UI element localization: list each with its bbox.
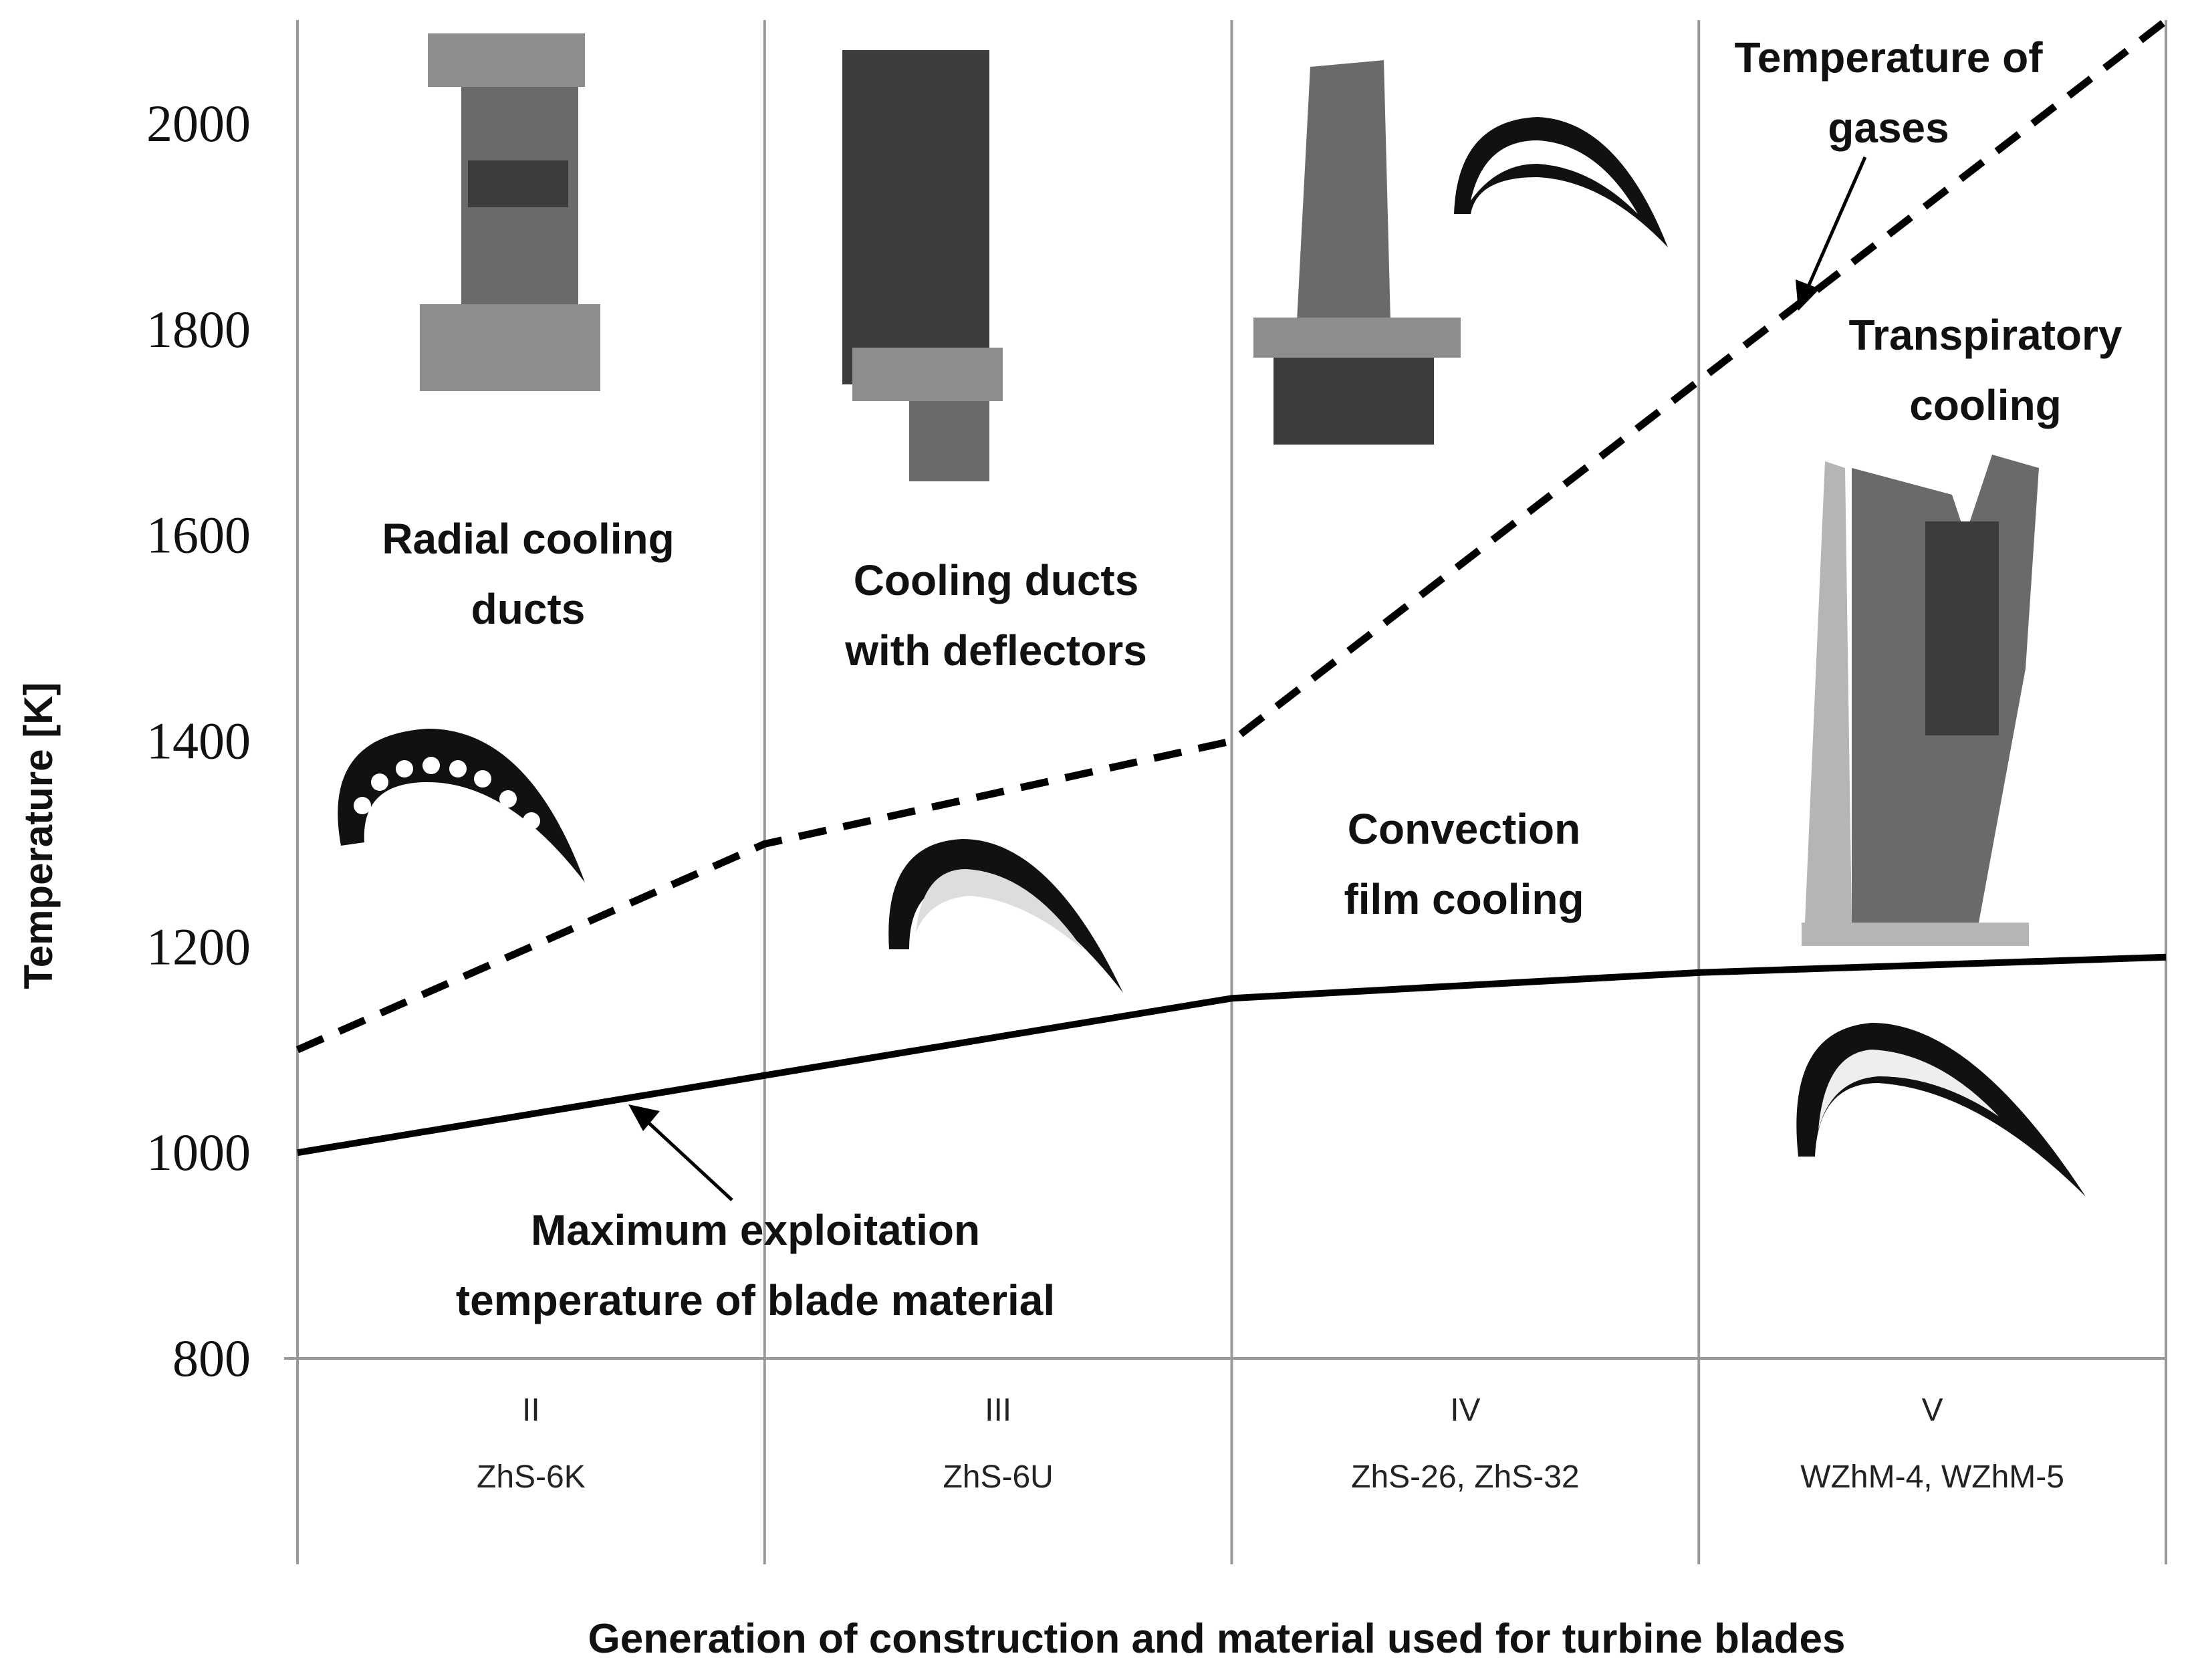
categories: II ZhS-6K III ZhS-6U IV ZhS-26, ZhS-32 V WZhM-4… — [477, 1393, 2064, 1495]
annotation-line: gases — [1828, 104, 1949, 152]
annotation-convection-film: Convection film cooling — [1344, 805, 1584, 923]
annotation-line: film cooling — [1344, 875, 1584, 923]
annotation-line: cooling — [1909, 381, 2062, 429]
y-tick-label: 1200 — [146, 917, 251, 975]
grid — [284, 20, 2167, 1564]
category-materials: ZhS-26, ZhS-32 — [1351, 1459, 1579, 1495]
blade-photo-gen-4 — [1253, 60, 1461, 445]
category-materials: ZhS-6U — [943, 1459, 1053, 1495]
category-generation: IV — [1450, 1393, 1480, 1428]
annotation-line: with deflectors — [844, 626, 1147, 675]
category-materials: WZhM-4, WZhM-5 — [1800, 1459, 2064, 1495]
annotation-line: Convection — [1348, 805, 1580, 853]
annotation-max-exploitation: Maximum exploitation temperature of blad… — [456, 1206, 1055, 1324]
gas-arrow — [1796, 156, 1867, 311]
y-tick-label: 800 — [172, 1329, 251, 1387]
y-tick-label: 1800 — [146, 300, 251, 358]
blade-section-gen-3 — [888, 839, 1123, 993]
annotation-temperature-of-gases: Temperature of gases — [1734, 33, 2043, 152]
blade-photo-gen-3 — [842, 50, 1003, 481]
category-materials: ZhS-6K — [477, 1459, 586, 1495]
series-gas-temperature — [295, 17, 2169, 1054]
annotation-line: ducts — [471, 585, 586, 633]
x-axis-label: Generation of construction and material … — [588, 1616, 1846, 1662]
category-generation: II — [522, 1393, 540, 1428]
annotation-transpiratory: Transpiratory cooling — [1848, 311, 2122, 429]
blade-photo-gen-5 — [1802, 455, 2039, 946]
category-generation: III — [985, 1393, 1011, 1428]
y-tick-label: 1600 — [146, 506, 251, 564]
blade-photo-gen-2 — [420, 33, 600, 391]
material-arrow — [628, 1104, 733, 1201]
annotation-line: Temperature of — [1734, 33, 2043, 82]
annotation-radial-cooling: Radial cooling ducts — [382, 515, 674, 633]
blade-section-gen-2 — [338, 729, 585, 882]
annotation-line: Cooling ducts — [854, 556, 1139, 604]
blade-section-gen-5 — [1796, 1023, 2086, 1197]
annotation-line: Transpiratory — [1848, 311, 2122, 359]
y-tick-label: 1000 — [146, 1123, 251, 1181]
series-max-material-temperature — [297, 953, 2167, 1157]
y-axis-label: Temperature [K] — [16, 683, 61, 989]
annotation-line: temperature of blade material — [456, 1276, 1055, 1324]
series-layer — [295, 17, 2169, 1157]
y-tick-label: 1400 — [146, 712, 251, 770]
annotation-cooling-ducts-deflectors: Cooling ducts with deflectors — [844, 556, 1147, 675]
y-tick-label: 2000 — [146, 94, 251, 152]
annotation-line: Radial cooling — [382, 515, 674, 563]
category-generation: V — [1922, 1393, 1943, 1428]
y-ticks: 800 1000 1200 1400 1600 1800 2000 — [146, 94, 251, 1387]
annotation-line: Maximum exploitation — [531, 1206, 980, 1254]
blade-section-gen-4 — [1454, 117, 1668, 247]
